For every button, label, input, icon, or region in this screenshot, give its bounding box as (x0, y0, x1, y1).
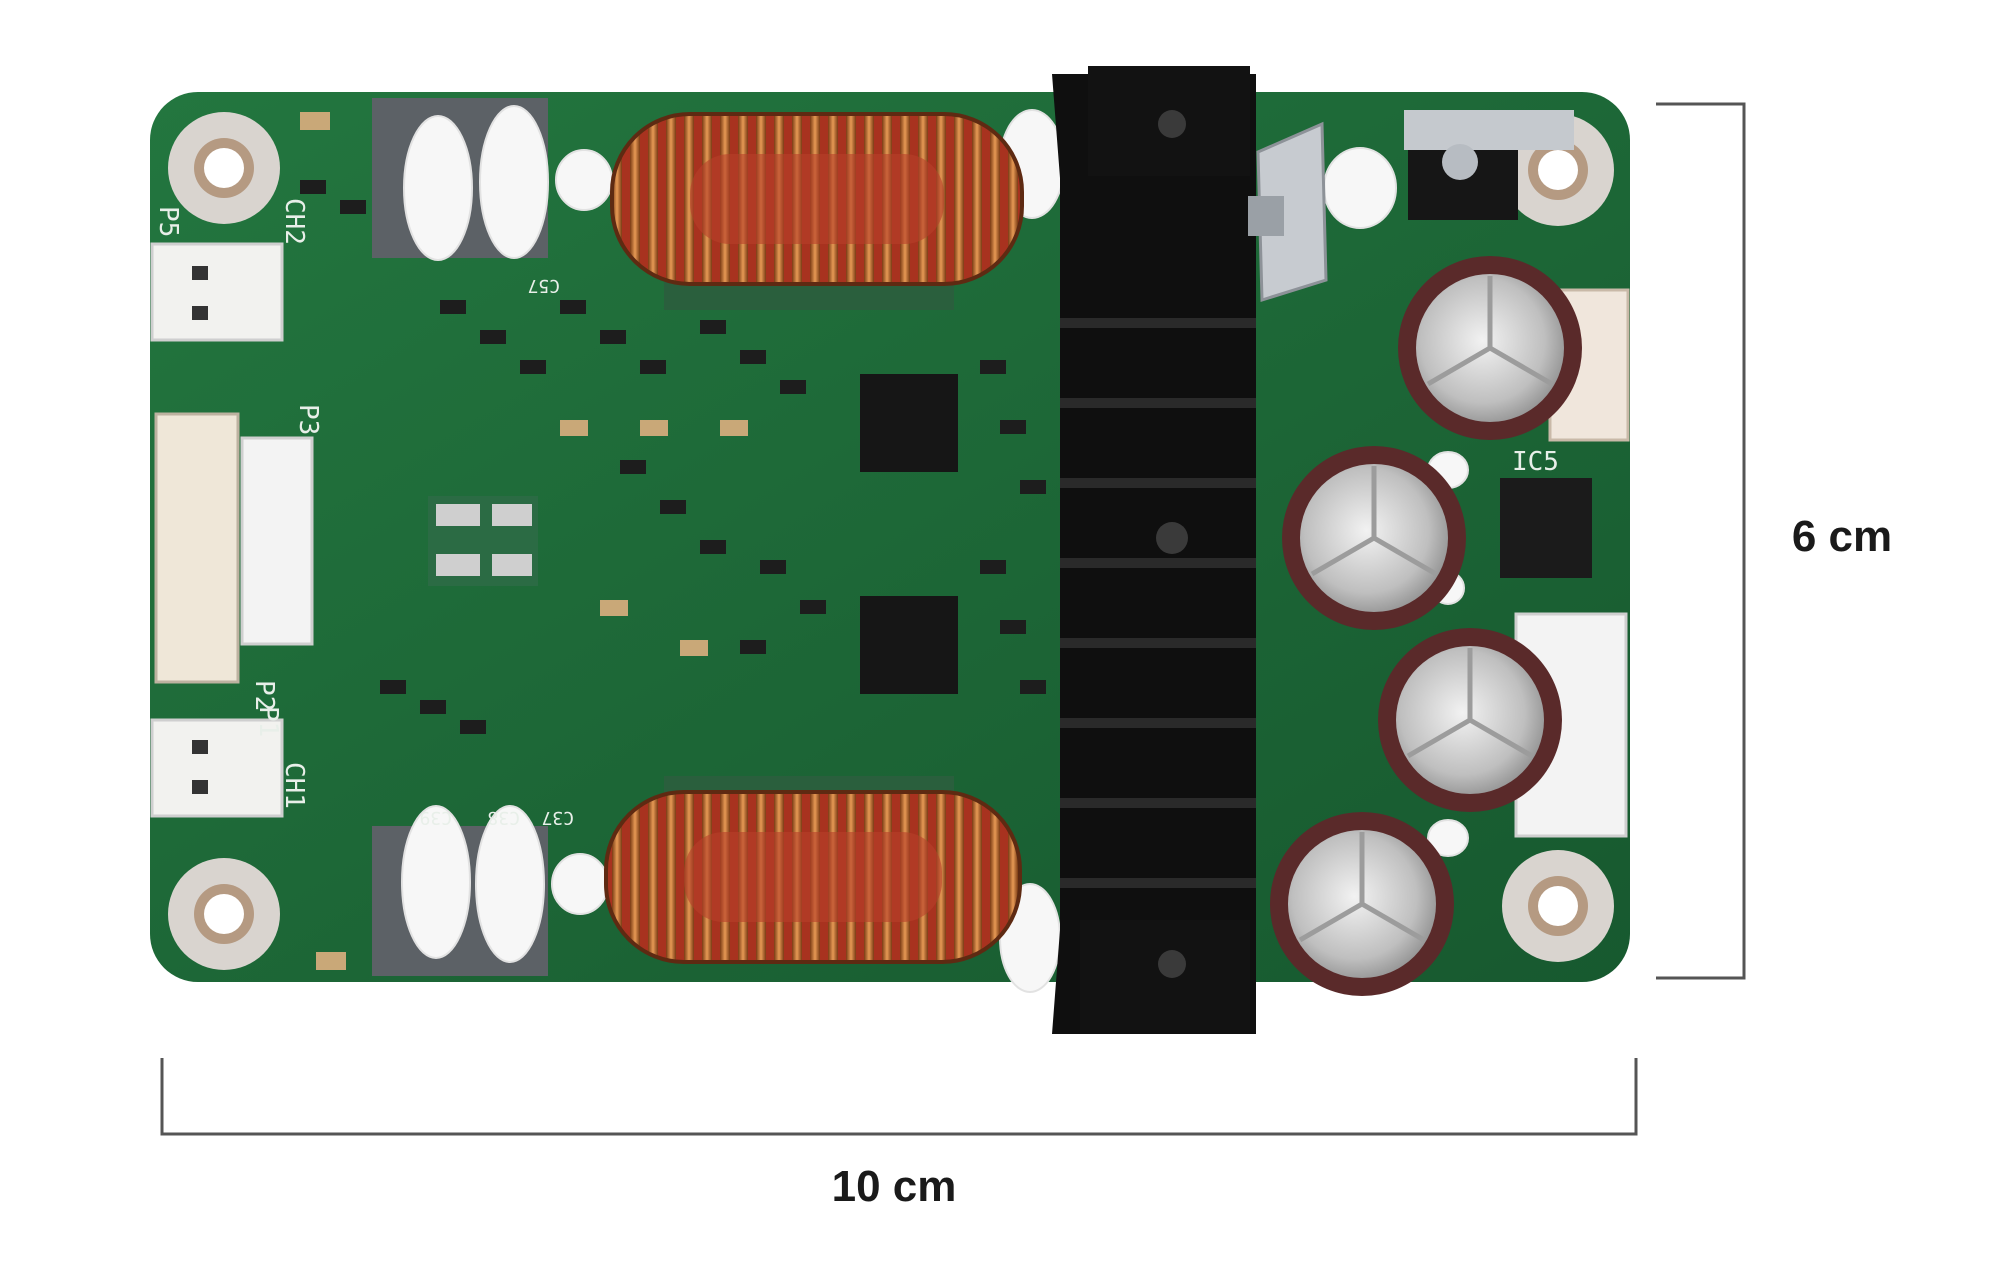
mounting-hole (1502, 850, 1614, 962)
silk-ch2: CH2 (279, 198, 309, 245)
silk-c37: C37 (541, 807, 574, 828)
capacitor (1282, 446, 1466, 630)
capacitor (1378, 628, 1562, 812)
silk-c39: C39 (419, 807, 452, 828)
width-dimension-label: 10 cm (831, 1162, 957, 1211)
silk-p3: P3 (293, 404, 323, 435)
ic5 (1500, 478, 1592, 578)
connector-p5 (150, 242, 284, 342)
toroid-inductor-bottom (604, 776, 1022, 964)
silk-p2: P2 (249, 680, 279, 711)
electrolytic-capacitors (1270, 256, 1582, 996)
connector-p1 (150, 718, 284, 818)
capacitor (1270, 812, 1454, 996)
silk-c38: C38 (487, 807, 520, 828)
smd-caps (300, 112, 748, 970)
silkscreen-labels: CH2 CH1 P5 P3 P2 P1 IC5 C57 C37 C38 C39 (153, 198, 1559, 828)
capacitor (1398, 256, 1582, 440)
metal-bracket (1248, 110, 1574, 303)
ic-lower (860, 596, 958, 694)
ics (428, 374, 1592, 694)
header-p3 (154, 412, 240, 684)
connector-p3b (240, 436, 314, 646)
left-connectors (150, 242, 314, 818)
ic-upper (860, 374, 958, 472)
silk-ch1: CH1 (279, 762, 309, 809)
mounting-hole (168, 858, 280, 970)
silk-ic5: IC5 (1512, 447, 1559, 477)
mounting-hole (168, 112, 280, 224)
dimension-bracket-horizontal (160, 1058, 1638, 1136)
silk-p1: P1 (253, 706, 283, 737)
heatsink (1052, 66, 1256, 1034)
dimension-bracket-vertical (1656, 102, 1746, 980)
toroid-inductor-top (610, 112, 1024, 310)
silk-p5: P5 (153, 206, 183, 237)
pcb-board (150, 92, 1630, 982)
height-dimension-label: 6 cm (1791, 512, 1893, 561)
silk-c57: C57 (527, 275, 560, 296)
mounting-holes (168, 112, 1614, 970)
